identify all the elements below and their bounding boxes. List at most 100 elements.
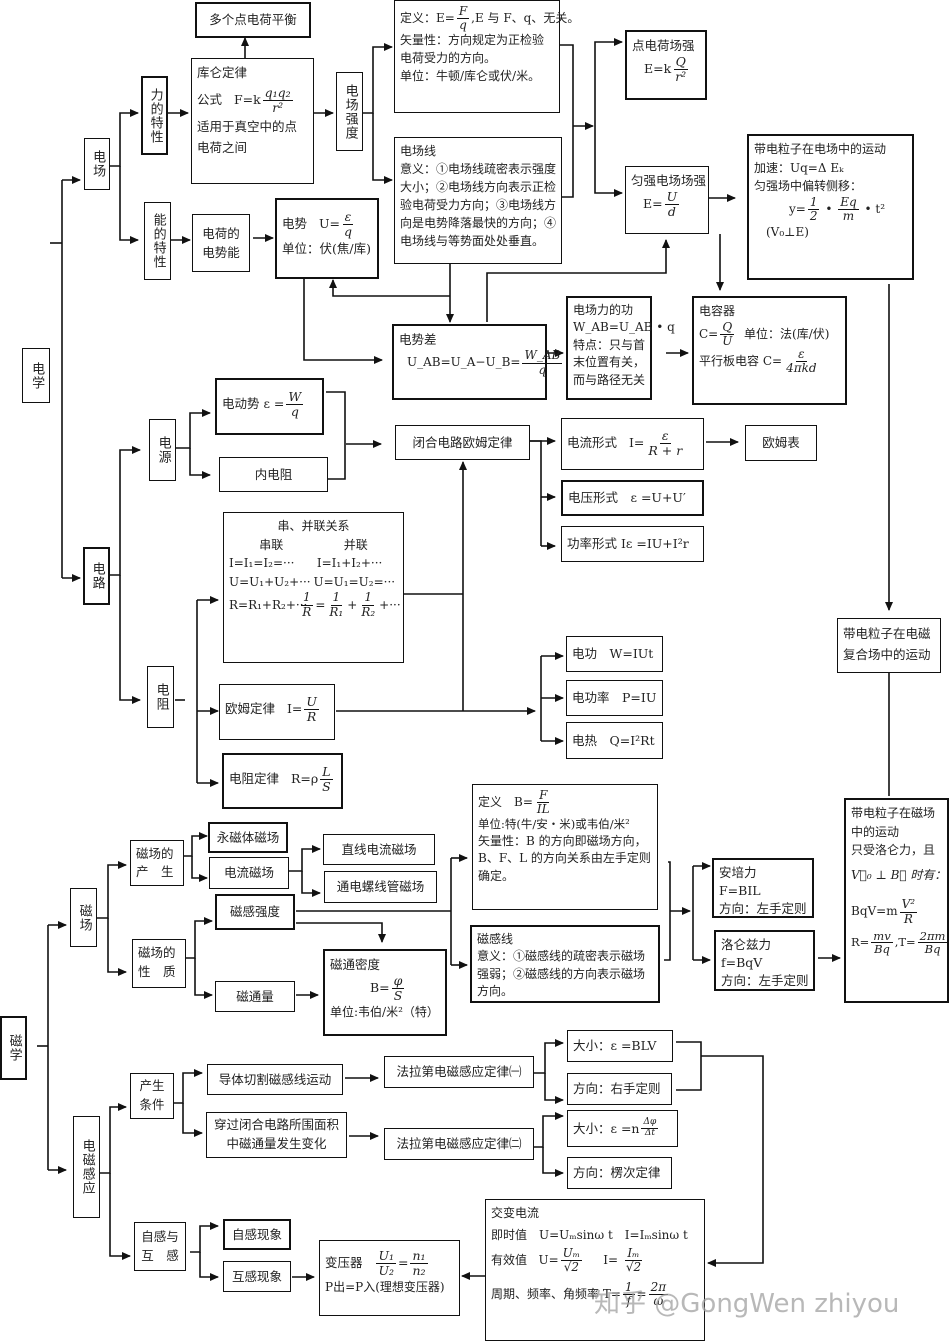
field-work-box: 电场力的功 W_AB=U_AB • q 特点：只与首末位置有关，而与路径无关 — [566, 296, 675, 400]
link — [529, 440, 542, 546]
magnetism-root: 磁学 — [0, 1016, 27, 1080]
link — [296, 922, 386, 943]
alternating-current-box: 交变电流 即时值 U=Uₘsinω t I=Iₘsinω t 有效值 U=Uₘ√… — [485, 1199, 705, 1341]
electric-heat-box: 电热 Q=I²Rt — [566, 722, 663, 759]
field-lines-box: 电场线 意义：①电场线疏密表示强度大小；②电场线方向表示正检验电荷受力方向；③电… — [394, 137, 562, 264]
force-property-node: 力的特性 — [141, 76, 168, 155]
magnetic-induction-strength: 磁感强度 — [215, 894, 295, 930]
link — [173, 1069, 203, 1104]
charge-potential-energy: 电荷的电势能 — [192, 214, 250, 272]
flux-change-box: 穿过闭合电路所围面积中磁通量发生变化 — [206, 1112, 347, 1158]
link — [560, 44, 574, 198]
faraday-law-1-box: 法拉第电磁感应定律㈠ — [384, 1056, 534, 1088]
em-compound-motion-box: 带电粒子在电磁复合场中的运动 — [837, 618, 941, 673]
link — [542, 1147, 564, 1177]
permanent-magnet-field: 永磁体磁场 — [208, 822, 288, 853]
watermark: 知乎 @GongWen zhiyou — [594, 1289, 900, 1319]
link — [190, 1222, 219, 1253]
solenoid-field: 通电螺线管磁场 — [324, 871, 437, 903]
series-parallel-box: 串、并联关系 串联并联 I=I₁=I₂=···I=I₁+I₂+··· U=U₁+… — [223, 512, 404, 663]
link — [326, 391, 346, 480]
magnitude-blv-box: 大小：ε =BLV — [567, 1030, 673, 1062]
link — [594, 126, 623, 197]
voltage-form-box: 电压形式 ε =U+U′ — [561, 480, 704, 516]
field-strength-node: 电场强度 — [336, 72, 363, 151]
ampere-force-box: 安培力 F=BIL 方向：左手定则 — [712, 858, 814, 918]
magnetic-flux-box: 磁通量 — [215, 981, 295, 1012]
link — [191, 856, 208, 882]
link — [533, 1112, 564, 1148]
link — [109, 1173, 131, 1260]
link — [289, 845, 321, 872]
circuit-node: 电路 — [83, 547, 110, 605]
field-origin-node: 磁场的产 生 — [130, 840, 184, 886]
electric-work-box: 电功 W=IUt — [566, 636, 663, 672]
link — [182, 1103, 203, 1137]
link — [664, 861, 671, 961]
link — [99, 1103, 127, 1174]
electric-power-box: 电功率 P=IU — [566, 680, 663, 716]
power-form-box: 功率形式 Iε =IU+I²r — [561, 526, 704, 562]
current-magnetic-field: 电流磁场 — [209, 857, 289, 889]
induction-conditions-node: 产生条件 — [130, 1073, 174, 1119]
link — [186, 917, 213, 959]
internal-resistance-box: 内电阻 — [219, 457, 328, 492]
link — [119, 166, 139, 244]
multi-charge-balance: 多个点电荷平衡 — [195, 2, 311, 38]
self-induction-box: 自感现象 — [223, 1219, 291, 1250]
magnetic-field-node: 磁场 — [70, 888, 97, 947]
electric-field-node: 电场 — [84, 138, 110, 190]
link — [676, 1041, 702, 1091]
link — [189, 448, 211, 479]
link — [533, 1039, 564, 1074]
link — [108, 446, 141, 576]
energy-property-node: 能的特性 — [144, 202, 171, 280]
link — [199, 1252, 219, 1281]
em-induction-node: 电磁感应 — [73, 1116, 100, 1218]
faraday-law-2-box: 法拉第电磁感应定律㈡ — [384, 1128, 534, 1160]
link — [119, 575, 141, 704]
link — [362, 43, 393, 114]
conductor-cutting-box: 导体切割磁感线运动 — [207, 1064, 343, 1095]
link — [303, 278, 383, 364]
link — [594, 38, 623, 126]
link — [107, 918, 127, 976]
right-hand-rule-box: 方向：右手定则 — [567, 1073, 672, 1105]
lorentz-force-box: 洛仑兹力 f=BqV 方向：左手定则 — [714, 930, 815, 991]
link — [329, 279, 450, 297]
link — [183, 832, 208, 857]
ohmmeter-box: 欧姆表 — [745, 425, 817, 461]
link — [97, 861, 127, 919]
straight-current-field: 直线电流磁场 — [323, 834, 435, 865]
resistance-node: 电阻 — [147, 666, 174, 728]
link — [301, 871, 321, 897]
power-source-node: 电源 — [149, 419, 176, 481]
link — [486, 239, 670, 322]
link — [544, 1073, 564, 1104]
electricity-root: 电学 — [22, 348, 50, 403]
magnetic-lines-box: 磁感线 意义：①磁感线的疏密表示磁场强弱；②磁感线的方向表示磁场方向。 — [470, 925, 660, 1003]
lenz-law-box: 方向：楞次定律 — [567, 1157, 672, 1189]
field-property-node: 磁场的性 质 — [132, 939, 186, 988]
link — [701, 1055, 764, 1267]
self-mutual-induction-node: 自感与互 感 — [134, 1222, 186, 1271]
link — [175, 409, 211, 449]
link — [110, 109, 139, 167]
